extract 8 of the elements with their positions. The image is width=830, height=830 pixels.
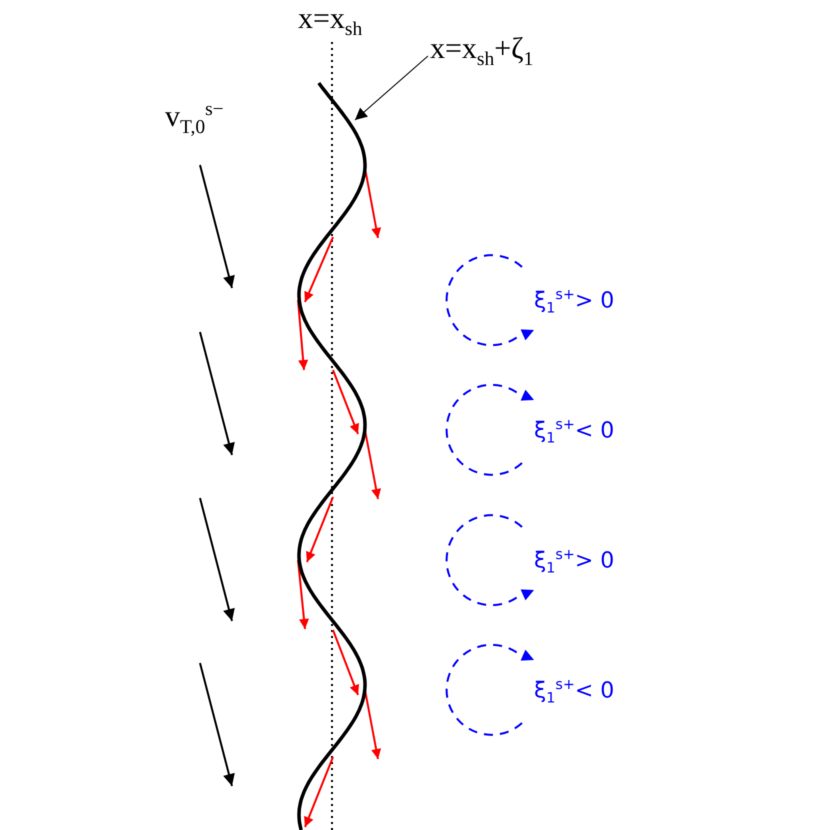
inequality-label: ξ$_{1}$$^{s+}$> 0 bbox=[534, 548, 614, 576]
position-label: x=x$_{sh}$ bbox=[298, 4, 362, 40]
inequality-label: ξ$_{1}$$^{s+}$< 0 bbox=[534, 678, 614, 706]
inequality-label: ξ$_{1}$$^{s+}$> 0 bbox=[534, 288, 614, 316]
formula-label: x=x$_{sh}$+ζ$_{1}$ bbox=[430, 34, 534, 70]
inequality-label: ξ$_{1}$$^{s+}$< 0 bbox=[534, 418, 614, 446]
leader-line bbox=[354, 56, 428, 120]
wave-curve bbox=[297, 82, 367, 830]
